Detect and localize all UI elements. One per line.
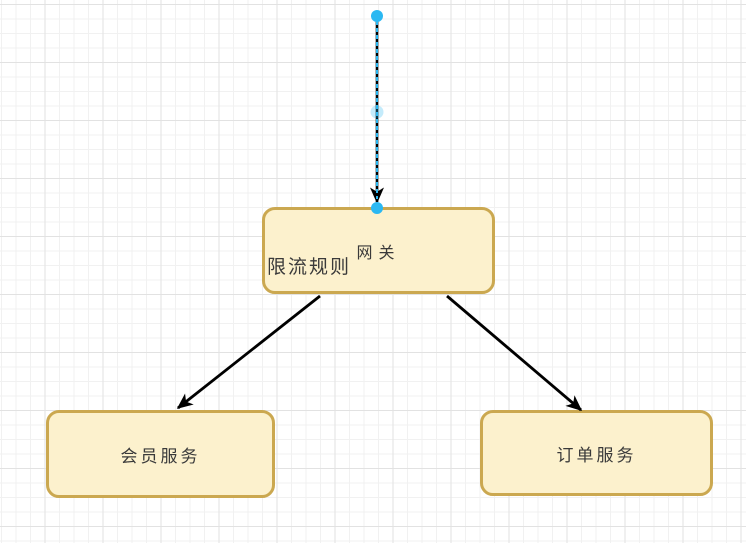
edge-start-handle[interactable] (371, 10, 383, 22)
node-order-service[interactable]: 订单服务 (480, 410, 713, 496)
node-gateway-label: 网关 (356, 244, 401, 262)
node-member-service[interactable]: 会员服务 (46, 410, 275, 498)
edge-label-rate-limit-rules[interactable]: 限流规则 (267, 257, 352, 278)
node-order-service-label: 订单服务 (556, 445, 637, 465)
edge-gateway-to-order[interactable] (446, 294, 583, 412)
edge-midpoint-handle[interactable] (370, 105, 384, 119)
node-member-service-label: 会员服务 (120, 446, 201, 466)
node-gateway[interactable]: 网关 (262, 207, 495, 294)
edge-gateway-to-member[interactable] (176, 294, 321, 410)
